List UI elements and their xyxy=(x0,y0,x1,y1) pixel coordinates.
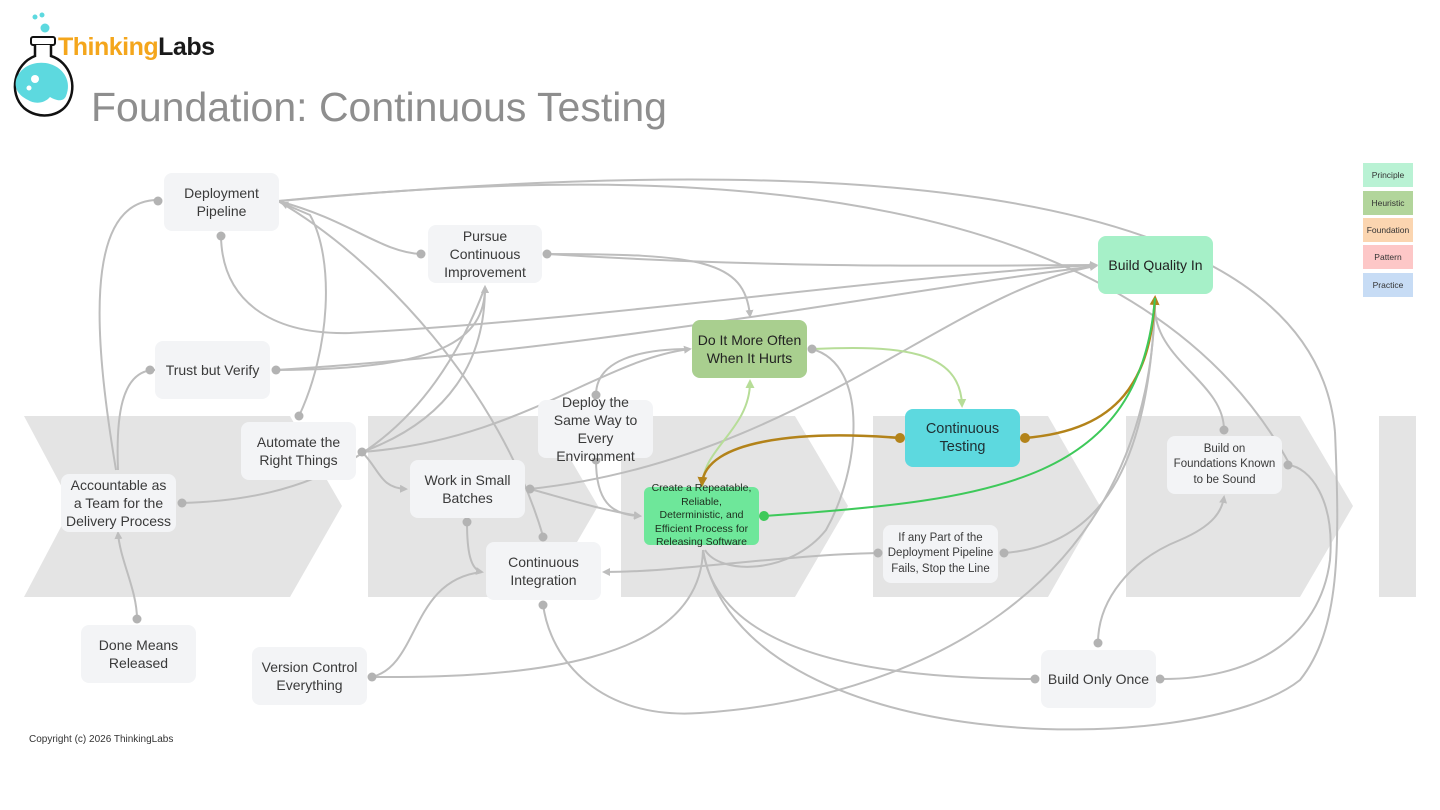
page-title: Foundation: Continuous Testing xyxy=(91,84,667,130)
node-trust-but-verify[interactable]: Trust but Verify xyxy=(155,341,270,399)
copyright-footer: Copyright (c) 2026 ThinkingLabs xyxy=(29,734,174,745)
legend-pattern: Pattern xyxy=(1363,245,1413,269)
node-deployment-pipeline[interactable]: Deployment Pipeline xyxy=(164,173,279,231)
legend-foundation: Foundation xyxy=(1363,218,1413,242)
legend-practice: Practice xyxy=(1363,273,1413,297)
brand-part-2: Labs xyxy=(158,33,215,61)
node-version-control[interactable]: Version Control Everything xyxy=(252,647,367,705)
highlight-connectors xyxy=(697,295,1160,517)
node-work-small-batches[interactable]: Work in Small Batches xyxy=(410,460,525,518)
node-automate-right-things[interactable]: Automate the Right Things xyxy=(241,422,356,480)
legend-heuristic: Heuristic xyxy=(1363,191,1413,215)
legend-principle: Principle xyxy=(1363,163,1413,187)
node-build-only-once[interactable]: Build Only Once xyxy=(1041,650,1156,708)
thinkinglabs-logo-icon xyxy=(13,12,74,117)
node-build-quality-in[interactable]: Build Quality In xyxy=(1098,236,1213,294)
node-repeatable-process[interactable]: Create a Repeatable, Reliable, Determini… xyxy=(644,482,759,548)
node-stop-the-line[interactable]: If any Part of the Deployment Pipeline F… xyxy=(883,525,998,583)
node-deploy-same-way[interactable]: Deploy the Same Way to Every Environment xyxy=(538,394,653,464)
chevron-6 xyxy=(1379,416,1416,597)
node-accountable-team[interactable]: Accountable as a Team for the Delivery P… xyxy=(61,474,176,532)
node-continuous-testing[interactable]: Continuous Testing xyxy=(905,409,1020,467)
node-build-on-foundations[interactable]: Build on Foundations Known to be Sound xyxy=(1167,436,1282,494)
brand-wordmark: ThinkingLabs xyxy=(58,33,215,62)
node-pursue-continuous-improvement[interactable]: Pursue Continuous Improvement xyxy=(428,225,542,283)
node-done-means-released[interactable]: Done Means Released xyxy=(81,625,196,683)
brand-part-1: Thinking xyxy=(58,33,159,61)
node-continuous-integration[interactable]: Continuous Integration xyxy=(486,542,601,600)
node-do-it-more-often[interactable]: Do It More Often When It Hurts xyxy=(692,320,807,378)
connector-dots xyxy=(132,196,1293,684)
